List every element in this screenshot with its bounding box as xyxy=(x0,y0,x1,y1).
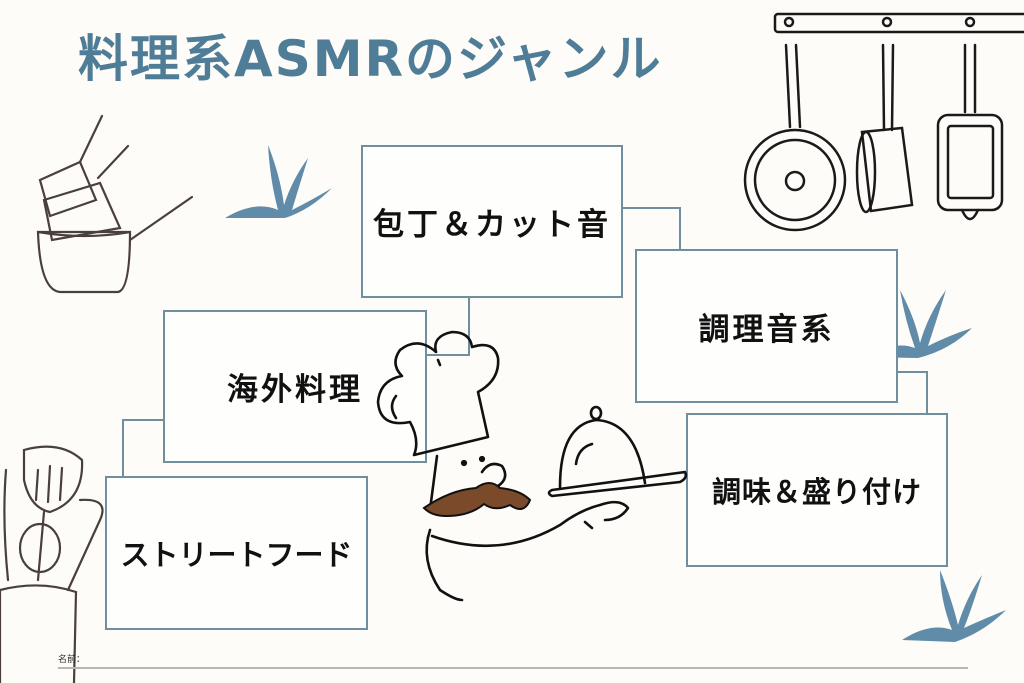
hanging-pans-icon xyxy=(743,12,1024,232)
utensil-jar-icon xyxy=(0,445,104,683)
genre-label: 調味＆盛り付け xyxy=(711,475,922,509)
genre-box-cooking-sounds: 調理音系 xyxy=(635,249,898,403)
genre-box-seasoning-plating: 調味＆盛り付け xyxy=(686,413,948,567)
page-title: 料理系ASMRのジャンル xyxy=(78,30,663,88)
stacked-pots-icon xyxy=(36,114,194,294)
genre-box-street-food: ストリートフード xyxy=(105,476,368,630)
genre-box-knife-cut: 包丁＆カット音 xyxy=(361,145,623,298)
genre-box-foreign-cuisine: 海外料理 xyxy=(163,310,427,463)
genre-label: 調理音系 xyxy=(698,311,835,348)
genre-label: ストリートフード xyxy=(120,538,353,572)
name-field-label: 名前： xyxy=(58,655,86,665)
name-field-line xyxy=(58,667,968,669)
genre-label: 海外料理 xyxy=(227,372,363,408)
connector-knife-to-foreign xyxy=(426,297,470,356)
genre-label: 包丁＆カット音 xyxy=(373,207,611,243)
connector-foreign-to-street xyxy=(122,419,163,477)
connector-cooking-to-seasoning xyxy=(897,371,928,414)
connector-knife-to-cooking xyxy=(622,207,681,250)
leaf-sprig-icon xyxy=(225,145,1006,642)
